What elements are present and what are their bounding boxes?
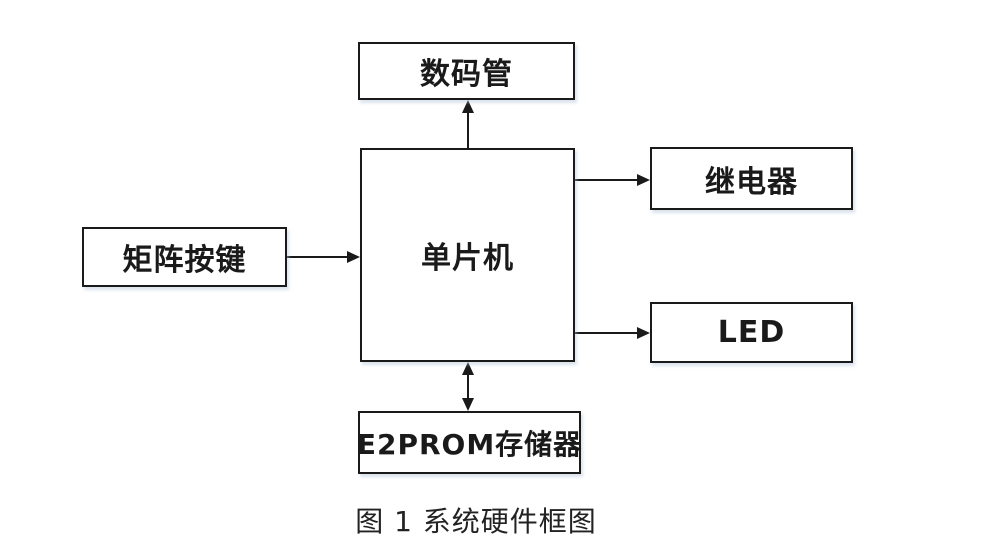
block-digital-display-label: 数码管: [420, 57, 513, 92]
block-relay: 继电器: [650, 147, 853, 210]
block-eeprom-memory-label: E2PROM存储器: [356, 427, 583, 461]
block-mcu-label: 单片机: [421, 241, 514, 276]
block-relay-label: 继电器: [705, 164, 798, 200]
arrowhead-up-icon: [462, 100, 474, 113]
arrow-mcu-to-relay: [575, 174, 650, 186]
arrowhead-down-icon: [462, 398, 474, 411]
arrowhead-up-icon: [462, 362, 474, 375]
block-matrix-keypad-label: 矩阵按键: [122, 243, 247, 278]
arrow-keypad-to-mcu: [287, 251, 360, 263]
block-eeprom-memory: E2PROM存储器: [356, 411, 583, 474]
block-matrix-keypad: 矩阵按键: [82, 227, 287, 287]
block-led-label: LED: [717, 315, 786, 350]
arrow-mcu-to-display: [462, 100, 474, 148]
figure-caption: 图 1 系统硬件框图: [355, 505, 597, 538]
arrowhead-right-icon: [347, 251, 360, 263]
arrowhead-right-icon: [637, 327, 650, 339]
block-led: LED: [650, 302, 853, 363]
arrowhead-right-icon: [637, 174, 650, 186]
block-digital-display: 数码管: [358, 42, 575, 100]
block-mcu: 单片机: [360, 148, 575, 362]
arrow-mcu-eeprom-bidirectional: [462, 362, 474, 411]
arrow-mcu-to-led: [575, 327, 650, 339]
